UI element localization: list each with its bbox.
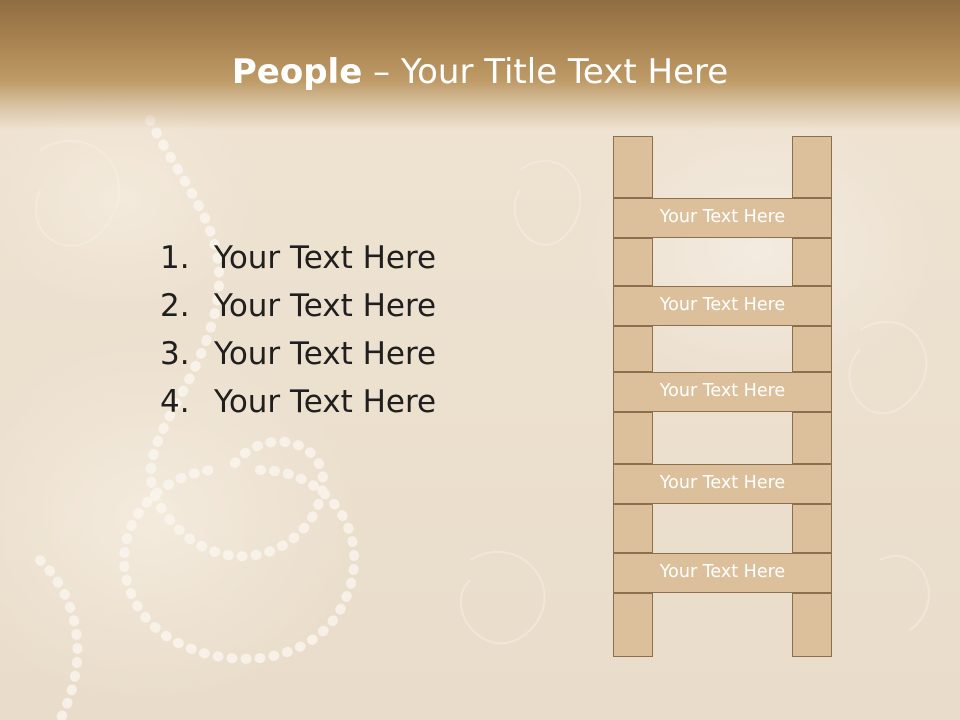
list-item: 3. Your Text Here xyxy=(160,330,436,378)
ladder-rung-3[interactable]: Your Text Here xyxy=(613,372,832,412)
ladder-rail-segment xyxy=(792,326,832,372)
ladder-rail-segment xyxy=(613,238,653,286)
ladder-rail-segment xyxy=(792,593,832,657)
ladder-rail-segment xyxy=(613,593,653,657)
ladder-rung-2[interactable]: Your Text Here xyxy=(613,286,832,326)
ladder-rung-5[interactable]: Your Text Here xyxy=(613,553,832,593)
list-text: Your Text Here xyxy=(214,384,437,420)
ladder-rail-segment xyxy=(613,326,653,372)
list-number: 2. xyxy=(160,288,190,324)
title-bold-word: People xyxy=(231,52,363,92)
slide-title[interactable]: People – Your Title Text Here xyxy=(0,52,960,92)
ladder-rail-segment xyxy=(792,238,832,286)
list-text: Your Text Here xyxy=(214,336,437,372)
ladder-rail-segment xyxy=(613,504,653,553)
list-number: 3. xyxy=(160,336,190,372)
ladder-rung-1[interactable]: Your Text Here xyxy=(613,198,832,238)
ladder-rail-segment xyxy=(792,412,832,464)
ladder-rail-segment xyxy=(792,504,832,553)
ladder-rail-segment xyxy=(613,412,653,464)
list-item: 2. Your Text Here xyxy=(160,282,436,330)
list-number: 1. xyxy=(160,240,190,276)
ladder-rail-segment xyxy=(792,136,832,198)
title-bar xyxy=(0,0,960,130)
ladder-rung-4[interactable]: Your Text Here xyxy=(613,464,832,504)
list-text: Your Text Here xyxy=(214,288,437,324)
ladder-rail-segment xyxy=(613,136,653,198)
list-item: 1. Your Text Here xyxy=(160,234,436,282)
list-text: Your Text Here xyxy=(214,240,437,276)
numbered-list[interactable]: 1. Your Text Here 2. Your Text Here 3. Your… xyxy=(160,234,436,426)
title-rest: – Your Title Text Here xyxy=(362,52,729,92)
list-item: 4. Your Text Here xyxy=(160,378,436,426)
list-number: 4. xyxy=(160,384,190,420)
